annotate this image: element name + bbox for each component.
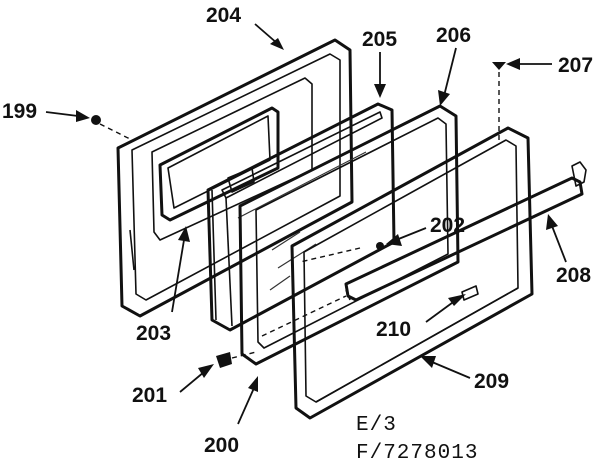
drawing-code-line-1: E/3 [356,414,397,437]
frame-mount-guide [299,247,361,263]
door-handle [344,161,587,302]
leader-lines [45,23,567,425]
inner-glass-frame [238,104,460,366]
label-205: 205 [362,28,397,51]
door-liner-pack [206,102,396,332]
label-207: 207 [558,54,593,77]
screw-202 [376,242,384,250]
drawing-code-line-2: F/7278013 [356,442,478,465]
label-201: 201 [132,384,167,407]
label-200: 200 [204,434,239,457]
screw-199 [91,115,133,141]
screw-201 [216,351,257,368]
label-209: 209 [474,370,509,393]
label-204: 204 [206,4,241,27]
screw-207 [492,62,506,140]
outer-door-frame [290,126,534,420]
label-203: 203 [136,322,171,345]
label-206: 206 [436,24,471,47]
label-208: 208 [556,264,591,287]
label-199: 199 [2,100,37,123]
label-210: 210 [376,318,411,341]
handle-mount-guide [261,295,347,337]
trim-piece-210 [461,285,479,301]
label-202: 202 [430,214,465,237]
